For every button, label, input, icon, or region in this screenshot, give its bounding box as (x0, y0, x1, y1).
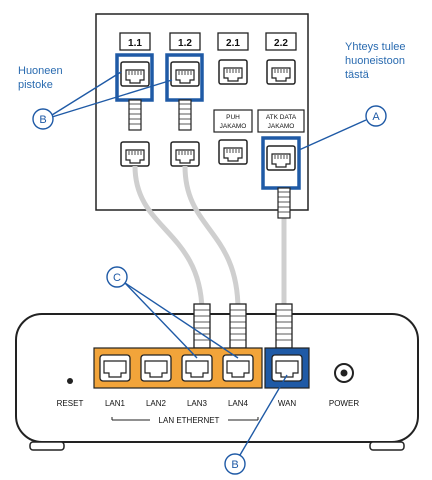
lan-ethernet-label: LAN ETHERNET (159, 416, 220, 425)
svg-text:2.1: 2.1 (226, 38, 240, 49)
patch-plug-1-1 (128, 99, 142, 131)
callout-line-c-1 (124, 282, 198, 359)
svg-text:PUH: PUH (226, 114, 240, 121)
wan-port (271, 354, 303, 382)
callout-a: A (365, 105, 387, 127)
room-jack-1-1 (120, 61, 150, 87)
incoming-label-line3: tästä (345, 69, 370, 81)
lan4-port (222, 354, 254, 382)
room-jack-2-2 (266, 59, 296, 85)
svg-text:ATK DATA: ATK DATA (266, 114, 297, 121)
wan-plug (275, 303, 293, 349)
port-label-1-1: 1.1 (119, 32, 151, 51)
callout-b-top: B (32, 108, 54, 130)
cable-room-1-1 (132, 165, 205, 311)
svg-text:1.1: 1.1 (128, 38, 142, 49)
lan1-label: LAN1 (105, 399, 126, 408)
svg-text:1.2: 1.2 (178, 38, 192, 49)
wan-plug-top (277, 187, 291, 219)
room-jack-1-2 (170, 61, 200, 87)
svg-text:JAKAMO: JAKAMO (220, 123, 247, 130)
callout-b-bottom: B (224, 453, 246, 475)
svg-text:B: B (39, 114, 46, 126)
port-label-2-1: 2.1 (217, 32, 249, 51)
room-socket-label-line2: pistoke (18, 79, 53, 91)
svg-text:B: B (231, 459, 238, 471)
puh-jakamo-label: PUH JAKAMO (213, 109, 253, 133)
lan3-port (181, 354, 213, 382)
svg-text:JAKAMO: JAKAMO (268, 123, 295, 130)
wan-label: WAN (278, 399, 297, 408)
puh-jakamo-jack (218, 139, 248, 165)
callout-line-c-2 (124, 282, 239, 359)
callout-c: C (106, 266, 128, 288)
cable-room-1-2 (182, 165, 241, 311)
lan1-port (99, 354, 131, 382)
room-socket-label-line1: Huoneen (18, 65, 63, 77)
reset-label: RESET (57, 399, 84, 408)
jakamo-jack-1 (120, 141, 150, 167)
callout-line-b-bottom (239, 374, 288, 456)
incoming-label-line1: Yhteys tulee (345, 41, 406, 53)
callout-line-b-top-2 (51, 79, 173, 118)
port-label-2-2: 2.2 (265, 32, 297, 51)
svg-text:A: A (372, 111, 380, 123)
reset-hole (67, 378, 73, 384)
lan3-label: LAN3 (187, 399, 208, 408)
jakamo-jack-2 (170, 141, 200, 167)
lan2-port (140, 354, 172, 382)
atk-jakamo-jack (266, 145, 296, 171)
callout-line-a (298, 119, 367, 151)
svg-text:2.2: 2.2 (274, 38, 288, 49)
patch-plug-1-2 (178, 99, 192, 131)
callout-line-b-top-1 (51, 71, 122, 116)
port-label-1-2: 1.2 (169, 32, 201, 51)
room-jack-2-1 (218, 59, 248, 85)
lan4-label: LAN4 (228, 399, 249, 408)
svg-text:C: C (113, 272, 121, 284)
lan3-plug (193, 303, 211, 349)
lan4-plug (229, 303, 247, 349)
power-label: POWER (329, 399, 359, 408)
lan2-label: LAN2 (146, 399, 167, 408)
incoming-label-line2: huoneistoon (345, 55, 405, 67)
atk-data-jakamo-label: ATK DATA JAKAMO (257, 109, 305, 133)
